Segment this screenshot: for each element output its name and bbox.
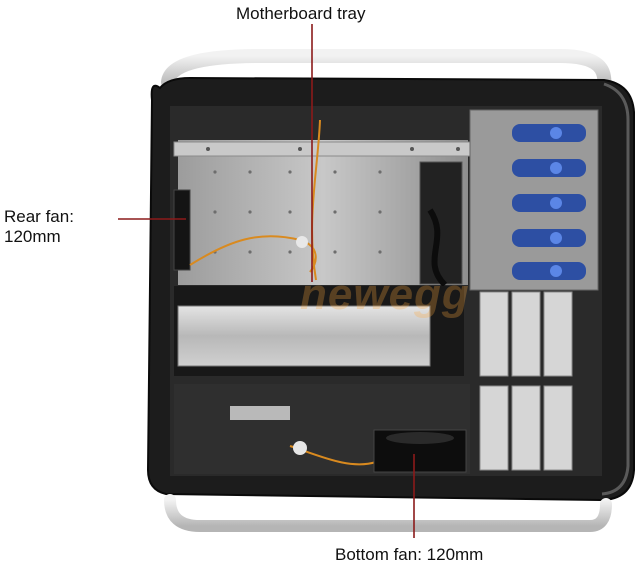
bottom-fan-hub (386, 432, 454, 444)
psu (177, 305, 431, 367)
bottom-fan-label: Bottom fan: 120mm (335, 545, 484, 564)
rear-fan-label: Rear fan: 120mm (4, 207, 74, 247)
top-handle (161, 49, 612, 93)
rear-fan-label-line1: Rear fan: (4, 207, 74, 226)
rear-fan (173, 189, 191, 271)
lower-connector (293, 441, 307, 455)
wiring-orange (189, 119, 321, 281)
hdd-trays-upper (479, 291, 573, 377)
newegg-watermark: newegg (300, 270, 470, 319)
bottom-handle (164, 494, 612, 532)
case-shell-highlight (601, 82, 630, 496)
cable-bundle (427, 208, 448, 288)
rear-fan-label-line2: 120mm (4, 227, 61, 246)
bay-clips (512, 124, 586, 280)
cable-cutout (419, 161, 463, 285)
connector-clip (296, 236, 308, 248)
hdd-trays-lower (479, 385, 573, 471)
lower-bracket (230, 406, 290, 420)
motherboard-tray-label: Motherboard tray (236, 4, 366, 23)
tray-standoffs (213, 170, 382, 254)
